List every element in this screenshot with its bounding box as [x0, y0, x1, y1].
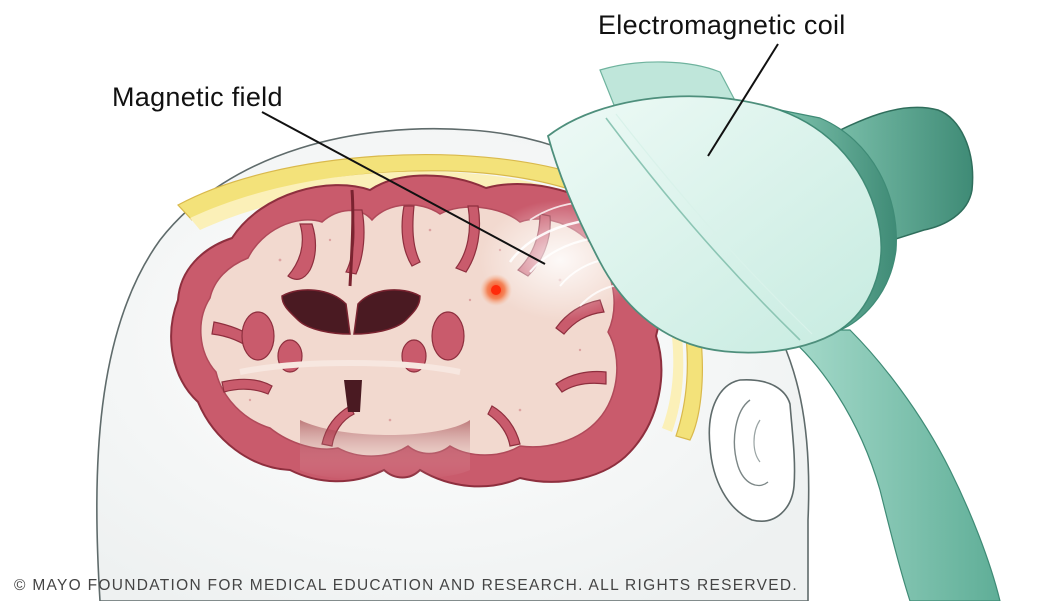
copyright-notice: © MAYO FOUNDATION FOR MEDICAL EDUCATION … — [14, 577, 798, 595]
magnetic-field-label: Magnetic field — [112, 82, 283, 113]
stimulation-spot — [480, 274, 512, 306]
electromagnetic-coil-label: Electromagnetic coil — [598, 10, 846, 41]
